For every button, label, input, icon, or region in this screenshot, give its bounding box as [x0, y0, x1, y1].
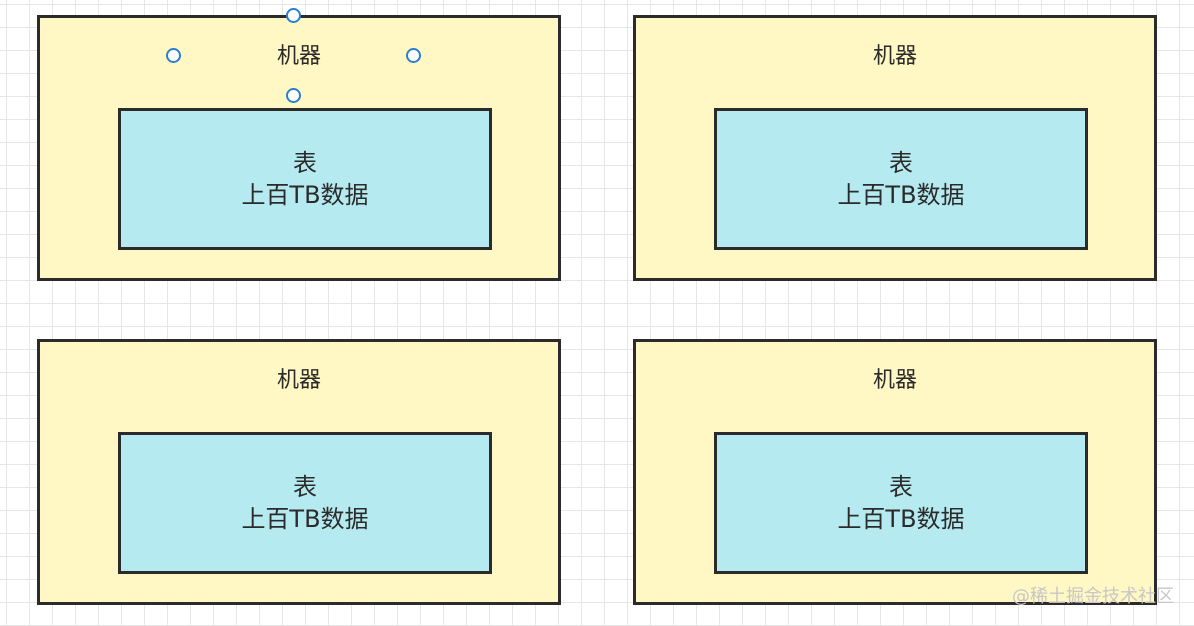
machine-label: 机器 — [276, 368, 321, 393]
table-data-size: 上百TB数据 — [241, 181, 369, 209]
table-box-2[interactable]: 表 上百TB数据 — [714, 108, 1088, 250]
machine-box-3[interactable]: 机器 表 上百TB数据 — [37, 339, 561, 605]
machine-box-2[interactable]: 机器 表 上百TB数据 — [633, 15, 1157, 281]
machine-label: 机器 — [276, 44, 321, 69]
table-label: 表 — [293, 473, 317, 501]
table-label: 表 — [889, 473, 913, 501]
table-data-size: 上百TB数据 — [837, 505, 965, 533]
machine-box-4[interactable]: 机器 表 上百TB数据 — [633, 339, 1157, 605]
table-box-1[interactable]: 表 上百TB数据 — [118, 108, 492, 250]
connection-handle-top[interactable] — [286, 8, 301, 23]
machine-label: 机器 — [872, 368, 917, 393]
machine-box-1[interactable]: 机器 表 上百TB数据 — [37, 15, 561, 281]
table-data-size: 上百TB数据 — [241, 505, 369, 533]
machine-label: 机器 — [872, 44, 917, 69]
watermark: @稀土掘金技术社区 — [1012, 586, 1174, 607]
table-data-size: 上百TB数据 — [837, 181, 965, 209]
table-box-4[interactable]: 表 上百TB数据 — [714, 432, 1088, 574]
connection-handle-right[interactable] — [406, 48, 421, 63]
connection-handle-left[interactable] — [166, 48, 181, 63]
connection-handle-bottom[interactable] — [286, 88, 301, 103]
table-label: 表 — [293, 149, 317, 177]
table-box-3[interactable]: 表 上百TB数据 — [118, 432, 492, 574]
table-label: 表 — [889, 149, 913, 177]
